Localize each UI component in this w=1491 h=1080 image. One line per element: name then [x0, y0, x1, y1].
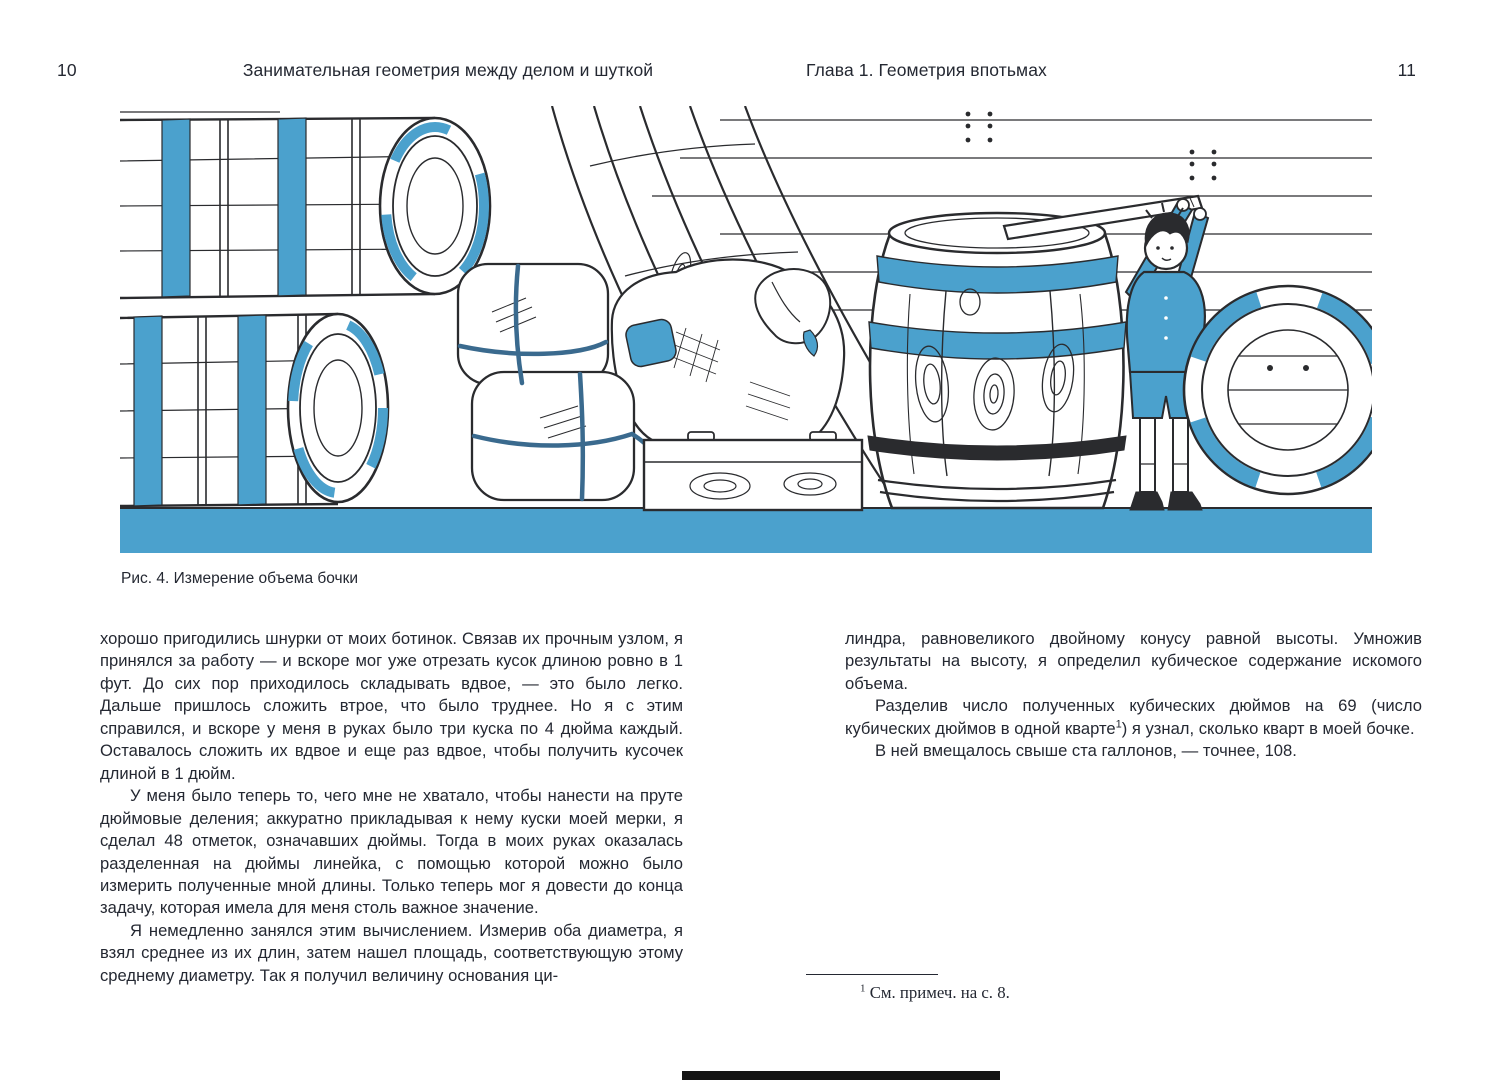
figure-caption: Рис. 4. Измерение объема бочки	[121, 570, 359, 587]
bales	[456, 262, 636, 502]
running-head-right: Глава 1. Геометрия впотьмах	[806, 60, 1047, 80]
paragraph: хорошо пригодились шнурки от моих ботино…	[100, 629, 683, 783]
paragraph-text: ) я узнал, сколько кварт в моей бочке.	[1121, 718, 1415, 738]
running-head-left: Занимательная геометрия между делом и шу…	[242, 60, 654, 80]
draped-cloth	[754, 268, 832, 357]
boy-boot	[1129, 491, 1165, 511]
barrel-bottom-left	[119, 312, 390, 508]
text-column-left: хорошо пригодились шнурки от моих ботино…	[100, 628, 683, 987]
boy-boot	[1167, 491, 1203, 511]
text-column-right: линдра, равновеликого двойному конусу ра…	[845, 628, 1422, 763]
footnote-text: См. примеч. на с. 8.	[869, 983, 1010, 1002]
figure-illustration	[119, 105, 1394, 554]
footnote: 1 См. примеч. на с. 8.	[806, 983, 1420, 1003]
paragraph: линдра, равновеликого двойному конусу ра…	[845, 629, 1422, 693]
boy-hair	[1144, 212, 1190, 248]
footnote-reference: 1	[1115, 718, 1122, 731]
paragraph: Разделив число полученных кубических дюй…	[845, 695, 1422, 740]
footnote-marker: 1	[860, 982, 866, 995]
paragraph: Я немедленно занялся этим вычислением. И…	[100, 920, 683, 985]
boy-figure	[1124, 198, 1210, 511]
floor-strip	[120, 507, 1372, 553]
page-number-left: 10	[57, 60, 77, 80]
wooden-crate	[642, 431, 864, 512]
barrel-top-left	[119, 116, 492, 300]
paragraph: В ней вмещалось свыше ста галлонов, — то…	[875, 741, 1297, 761]
wall-rivets	[965, 111, 1217, 181]
scan-edge-artifact	[682, 1071, 1000, 1080]
large-barrel	[867, 211, 1127, 510]
illustration-svg	[119, 105, 1394, 554]
paragraph-text: Разделив число полученных кубических дюй…	[845, 696, 1422, 738]
page-number-right: 11	[1397, 60, 1416, 80]
paragraph: У меня было теперь то, чего мне не хвата…	[100, 786, 683, 918]
footnote-rule	[806, 974, 938, 975]
